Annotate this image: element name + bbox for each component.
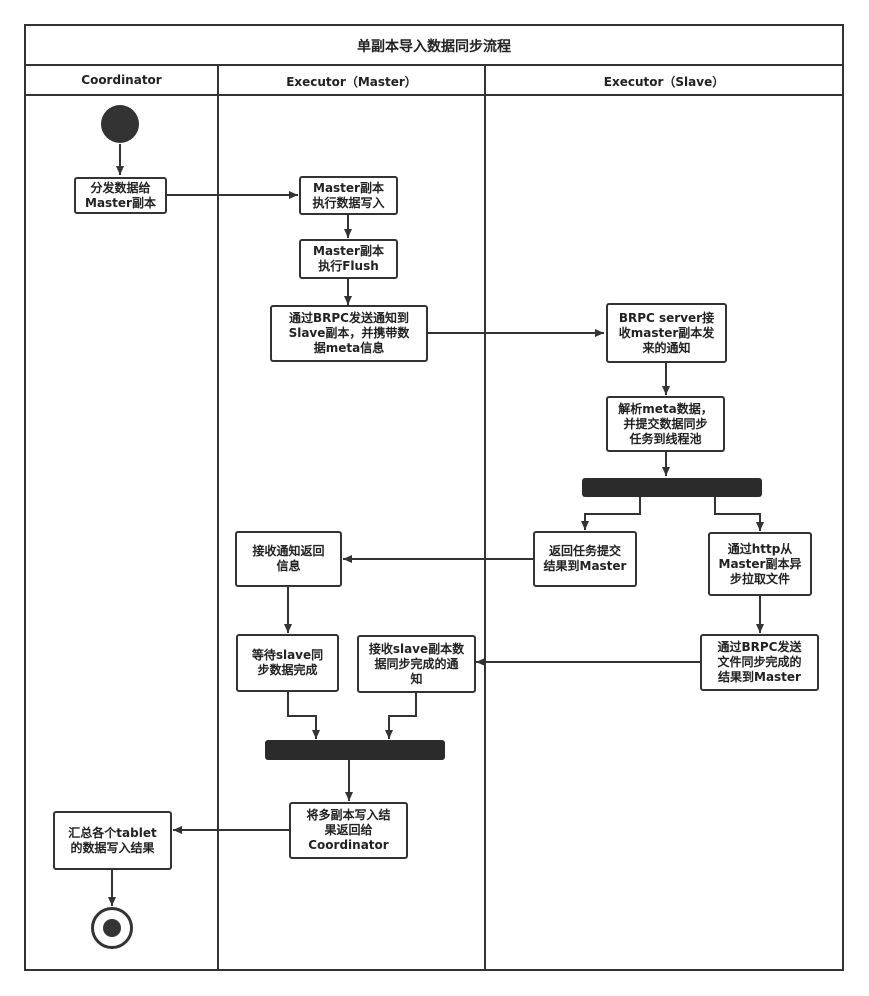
edge-recvdone-join xyxy=(385,693,417,739)
node-master-flush: Master副本 执行Flush xyxy=(299,239,398,279)
node-send-sync-done: 通过BRPC发送 文件同步完成的 结果到Master xyxy=(700,634,819,691)
join-bar xyxy=(265,740,445,760)
node-return-to-coordinator: 将多副本写入结 果返回给 Coordinator xyxy=(289,802,408,859)
lane-header-coordinator: Coordinator xyxy=(81,73,162,87)
node-pull-files: 通过http从 Master副本异 步拉取文件 xyxy=(708,532,812,596)
node-receive-sync-done: 接收slave副本数 据同步完成的通 知 xyxy=(357,635,476,693)
end-node-core xyxy=(103,919,121,937)
node-brpc-receive: BRPC server接 收master副本发 来的通知 xyxy=(606,303,727,363)
edge-fork-pull xyxy=(714,497,764,531)
node-master-write: Master副本 执行数据写入 xyxy=(299,176,398,215)
lane-header-master: Executor（Master） xyxy=(286,75,417,89)
node-summarize-results: 汇总各个tablet 的数据写入结果 xyxy=(53,811,172,870)
fork-bar xyxy=(582,478,762,497)
start-node xyxy=(101,105,139,143)
node-send-notify: 通过BRPC发送通知到 Slave副本，并携带数 据meta信息 xyxy=(270,305,428,362)
diagram-frame xyxy=(24,24,844,971)
diagram-title: 单副本导入数据同步流程 xyxy=(357,39,511,55)
node-wait-slave-sync: 等待slave同 步数据完成 xyxy=(236,634,339,692)
lane-header-slave: Executor（Slave） xyxy=(603,75,725,89)
node-receive-return-info: 接收通知返回 信息 xyxy=(235,531,342,587)
edge-fork-return xyxy=(581,497,641,530)
node-distribute-data: 分发数据给 Master副本 xyxy=(74,177,167,214)
node-parse-meta: 解析meta数据， 并提交数据同步 任务到线程池 xyxy=(606,396,725,452)
node-return-task-result: 返回任务提交 结果到Master xyxy=(533,531,637,587)
end-node xyxy=(91,907,133,949)
edge-wait-join xyxy=(287,692,320,739)
